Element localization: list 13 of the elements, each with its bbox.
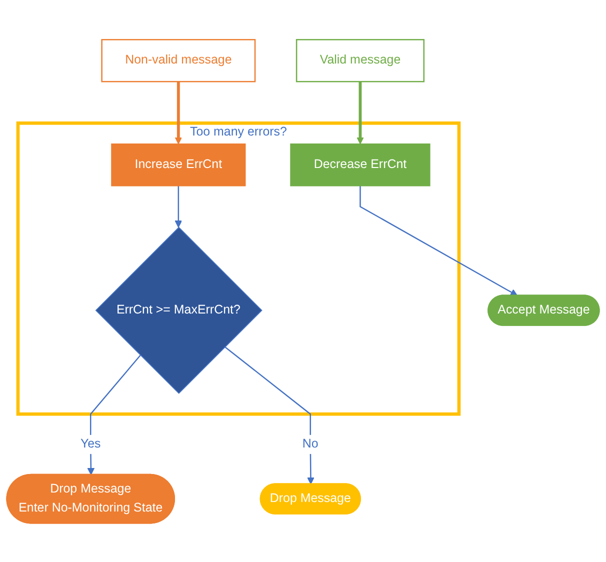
arrow	[174, 185, 182, 228]
node-box: Decrease ErrCnt	[290, 143, 430, 186]
node-box: Valid message	[296, 38, 425, 82]
arrow	[224, 346, 314, 484]
node-diamond: ErrCnt >= MaxErrCnt?	[95, 226, 262, 394]
arrow	[360, 185, 518, 296]
arrow	[356, 81, 364, 144]
arrow	[174, 81, 182, 144]
edge-label: No	[302, 436, 318, 450]
edge-label: Yes	[80, 436, 101, 450]
node-box: Increase ErrCnt	[111, 143, 246, 186]
node-box: Non-valid message	[101, 38, 256, 82]
arrow	[87, 354, 141, 475]
